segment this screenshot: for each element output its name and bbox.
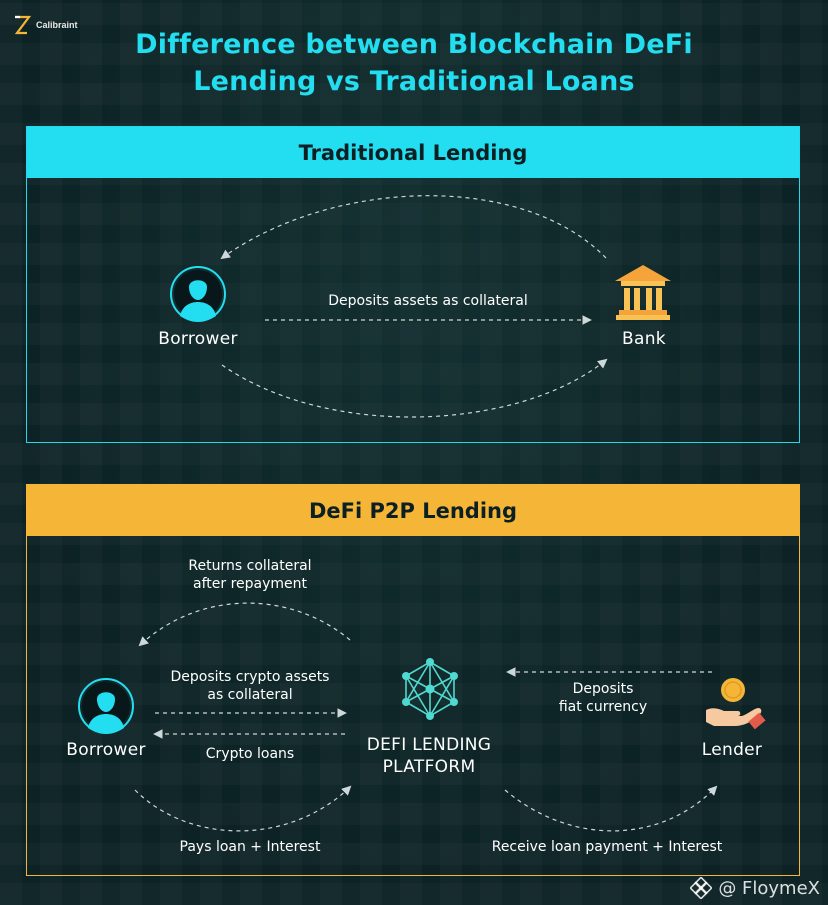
watermark-text: @ FloymeX: [718, 877, 820, 899]
page-title: Difference between Blockchain DeFi Lendi…: [0, 26, 828, 100]
page-title-line1: Difference between Blockchain DeFi: [135, 29, 693, 60]
traditional-bank-node: [612, 262, 674, 326]
arrow-bank-to-borrower: [220, 195, 607, 260]
traditional-lending-panel: Traditional Lending: [26, 126, 800, 443]
page-title-line2: Lending vs Traditional Loans: [193, 66, 635, 97]
defi-borrower-label: Borrower: [66, 740, 146, 760]
defi-deposits-fiat-label-line1: Deposits: [572, 681, 634, 697]
traditional-bank-label: Bank: [622, 329, 666, 349]
defi-lending-header: DeFi P2P Lending: [27, 485, 799, 536]
watermark: @ FloymeX: [690, 877, 820, 899]
defi-deposits-crypto-label-line1: Deposits crypto assets: [170, 669, 330, 685]
bank-icon: [615, 265, 671, 320]
diamond-logo-icon: [690, 877, 713, 899]
defi-returns-label: Returns collateral after repayment: [150, 557, 350, 593]
defi-deposits-fiat-label-line2: fiat currency: [558, 699, 648, 715]
defi-platform-label-line1: DEFI LENDING: [366, 735, 492, 755]
traditional-borrower-label: Borrower: [158, 329, 238, 349]
traditional-collateral-label: Deposits assets as collateral: [328, 293, 528, 309]
defi-returns-label-line2: after repayment: [193, 576, 307, 592]
arrow-platform-to-lender-bottom: [504, 785, 718, 832]
person-icon: [170, 266, 226, 322]
defi-platform-label: DEFI LENDING PLATFORM: [348, 734, 510, 778]
brand-logo: Calibraint: [12, 14, 78, 36]
defi-lending-panel: DeFi P2P Lending: [26, 484, 800, 876]
defi-lender-label: Lender: [701, 740, 763, 760]
defi-platform-node: [400, 658, 460, 724]
defi-crypto-loans-label: Crypto loans: [205, 746, 295, 762]
arrow-borrower-to-bank-bottom: [221, 358, 608, 418]
defi-deposits-fiat-label: Deposits fiat currency: [530, 680, 676, 716]
defi-platform-label-line2: PLATFORM: [382, 757, 476, 777]
arrow-borrower-to-platform-bottom: [134, 785, 352, 832]
network-icon: [402, 658, 458, 720]
brand-name: Calibraint: [36, 20, 78, 30]
traditional-lending-header: Traditional Lending: [27, 127, 799, 178]
defi-deposits-crypto-label-line2: as collateral: [207, 687, 293, 703]
defi-deposits-crypto-label: Deposits crypto assets as collateral: [140, 668, 360, 704]
calibraint-logo-icon: [14, 15, 32, 35]
defi-receive-label: Receive loan payment + Interest: [491, 839, 723, 855]
defi-returns-label-line1: Returns collateral: [188, 558, 312, 574]
person-icon: [78, 678, 134, 734]
defi-pays-label: Pays loan + Interest: [179, 839, 321, 855]
arrow-platform-to-borrower-top: [138, 602, 351, 647]
defi-lender-node: [700, 674, 766, 738]
coin-hand-icon: [706, 678, 766, 730]
defi-borrower-node: [76, 676, 136, 740]
traditional-borrower-node: [168, 264, 228, 328]
